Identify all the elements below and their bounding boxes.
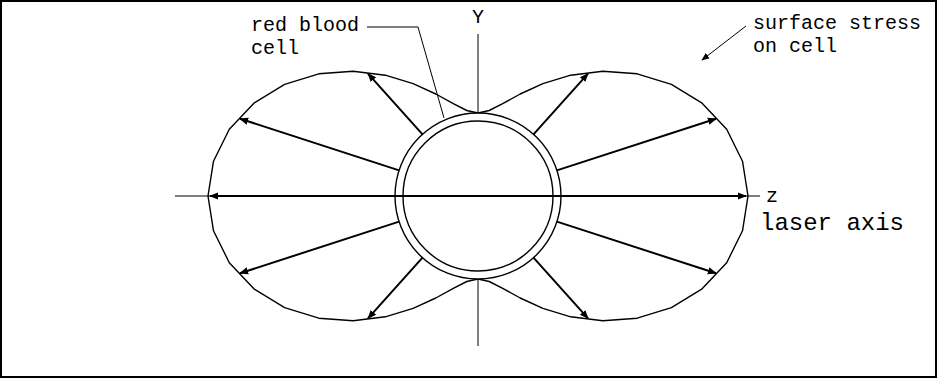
stress-arrow	[534, 258, 589, 319]
stress-arrow	[368, 74, 423, 135]
stress-arrow	[210, 195, 746, 197]
axis-label: laser axis	[760, 210, 904, 238]
leader-arrow	[702, 26, 746, 60]
stress-arrow	[240, 222, 399, 274]
z-axis	[175, 196, 760, 197]
stress-arrow	[557, 119, 716, 171]
stress-arrow	[534, 74, 589, 135]
stress-outline	[208, 71, 748, 321]
axis-label: Y	[472, 6, 484, 29]
stress-arrow	[240, 119, 399, 171]
part-label: surface stress on cell	[753, 12, 933, 58]
axis-label: z	[766, 185, 778, 208]
stress-arrows	[210, 74, 746, 319]
stress-arrow	[368, 258, 423, 319]
leader-line	[367, 27, 444, 118]
stress-arrow	[557, 222, 716, 274]
part-label: red blood cell	[251, 14, 371, 60]
